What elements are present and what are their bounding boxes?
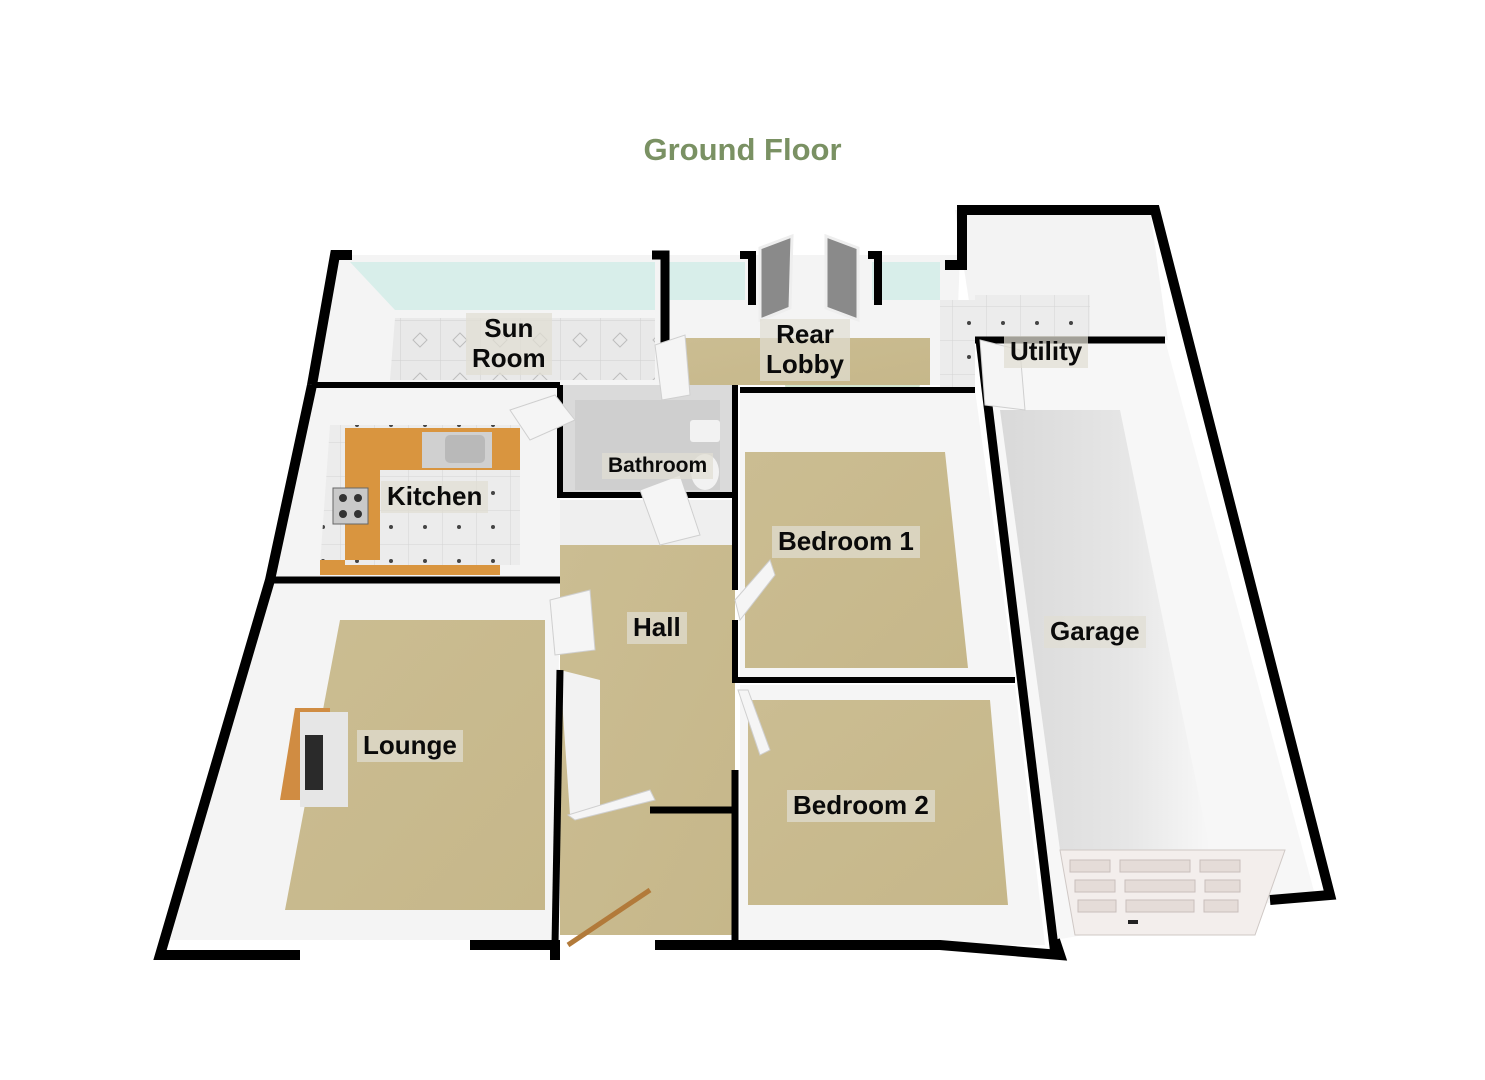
- floor-title: Ground Floor: [643, 132, 842, 167]
- label-lounge: Lounge: [357, 730, 463, 762]
- label-garage: Garage: [1044, 616, 1146, 648]
- label-rear-lobby: Rear Lobby: [760, 319, 850, 381]
- label-sun-room-line1: Sun: [484, 313, 534, 343]
- label-bathroom: Bathroom: [602, 453, 714, 480]
- label-rear-lobby-line1: Rear: [776, 319, 834, 349]
- front-door: [566, 887, 652, 948]
- label-hall: Hall: [627, 612, 687, 644]
- label-utility: Utility: [1004, 336, 1089, 368]
- label-rear-lobby-line2: Lobby: [766, 348, 844, 379]
- label-sun-room-line2: Room: [472, 342, 546, 373]
- label-kitchen: Kitchen: [381, 481, 489, 513]
- label-bedroom-1: Bedroom 1: [772, 526, 920, 558]
- label-sun-room: Sun Room: [466, 313, 552, 375]
- room-utility: [940, 210, 1168, 400]
- label-bedroom-2: Bedroom 2: [787, 790, 935, 822]
- room-garage: [980, 340, 1315, 940]
- room-hall: [560, 545, 735, 935]
